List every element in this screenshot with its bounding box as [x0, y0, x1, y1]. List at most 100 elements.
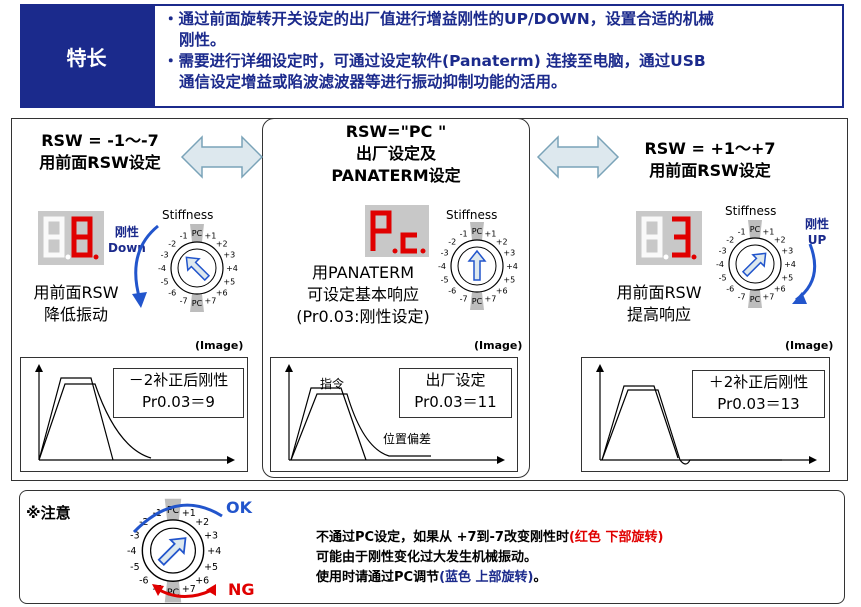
left-dial: PC+1+2+3+4+5+6+7PC-7-6-5-4-3-2-1: [158, 224, 238, 312]
dial-label: -4: [438, 262, 446, 271]
right-up-arrow-icon: [792, 243, 817, 304]
left-down-arrow-icon: [132, 224, 159, 308]
dial-label: -5: [130, 562, 139, 573]
dial-label: -5: [441, 275, 449, 284]
dial-label: +4: [207, 546, 221, 557]
dial-label: +1: [762, 228, 774, 237]
right-description: 用前面RSW 提高响应: [616, 283, 702, 324]
double-arrow-right-icon: [536, 135, 620, 179]
dial-label: -1: [460, 230, 468, 239]
dial-label: -4: [716, 260, 724, 269]
right-dial: PC+1+2+3+4+5+6+7PC-7-6-5-4-3-2-1: [716, 220, 796, 308]
dial-label: +6: [774, 285, 786, 294]
dial-label: PC: [472, 227, 483, 236]
feature-line-3: ・需要进行详细设定时，可通过设定软件(Panaterm) 连接至电脑，通过USB: [163, 52, 706, 70]
right-image-tag: (Image): [785, 339, 834, 352]
dial-label: -2: [168, 239, 176, 248]
note-box: [19, 490, 845, 604]
dial-label: +5: [503, 275, 515, 284]
dial-label: +7: [182, 584, 196, 595]
dial-label: -6: [139, 575, 148, 586]
right-title: RSW = +1～+7 用前面RSW设定: [644, 139, 776, 180]
dial-label: +4: [784, 260, 796, 269]
center-error-label: 位置偏差: [383, 432, 432, 446]
dial-label: +1: [182, 508, 196, 519]
dial-label: +3: [223, 251, 235, 260]
ng-label: NG: [228, 580, 255, 599]
right-direction-label: 刚性 UP: [805, 217, 830, 247]
dial-label: +5: [781, 273, 793, 282]
left-title: RSW = -1～-7 用前面RSW设定: [39, 131, 161, 172]
dial-label: -4: [127, 546, 136, 557]
dial-label: +2: [216, 239, 228, 248]
dial-label: -2: [448, 237, 456, 246]
right-pr-box: ＋2补正后刚性 Pr0.03＝13: [692, 370, 825, 418]
left-segment-display: [38, 211, 104, 265]
dial-label: +2: [774, 235, 786, 244]
right-stiffness-label: Stiffness: [725, 204, 777, 218]
center-description: 用PANATERM 可设定基本响应 (Pr0.03:刚性设定): [296, 263, 430, 326]
dial-label: +7: [762, 292, 774, 301]
dial-label: PC: [167, 505, 180, 516]
feature-description: ・通过前面旋转开关设定的出厂值进行增益刚性的UP/DOWN，设置合适的机械 刚性…: [153, 4, 844, 108]
dial-label: -1: [180, 232, 188, 241]
ng-arc-icon: [152, 584, 216, 598]
left-pr-box: －2补正后刚性 Pr0.03＝9: [113, 368, 244, 418]
dial-label: +4: [226, 264, 238, 273]
center-dial: PC+1+2+3+4+5+6+7PC-7-6-5-4-3-2-1: [438, 222, 518, 310]
dial-label: -1: [738, 228, 746, 237]
dial-label: +2: [496, 237, 508, 246]
center-stiffness-label: Stiffness: [446, 208, 498, 222]
dial-label: PC: [167, 587, 180, 598]
dial-label: PC: [192, 229, 203, 238]
dial-label: -3: [130, 530, 139, 541]
center-pr-box: 出厂设定 Pr0.03＝11: [399, 368, 512, 418]
note-text: 不通过PC设定，如果从 +7到-7改变刚性时(红色 下部旋转) 可能由于刚性变化…: [316, 530, 664, 585]
dial-label: +3: [781, 247, 793, 256]
dial-label: -7: [460, 294, 468, 303]
center-segment-display: [365, 205, 429, 257]
dial-label: -6: [448, 287, 456, 296]
left-image-tag: (Image): [195, 339, 244, 352]
double-arrow-left-icon: [180, 135, 264, 179]
dial-label: -5: [161, 277, 169, 286]
left-description: 用前面RSW 降低振动: [33, 283, 119, 324]
dial-label: +3: [503, 249, 515, 258]
note-label: ※注意: [26, 504, 71, 522]
dial-label: +1: [484, 230, 496, 239]
feature-line-1: ・通过前面旋转开关设定的出厂值进行增益刚性的UP/DOWN，设置合适的机械: [163, 10, 714, 28]
left-stiffness-label: Stiffness: [162, 208, 214, 222]
ok-arc-icon: [132, 503, 223, 534]
dial-label: +1: [204, 232, 216, 241]
center-cmd-label: 指令: [320, 377, 345, 391]
dial-label: +7: [484, 294, 496, 303]
left-direction-label: 刚性 Down: [108, 225, 146, 255]
note-blue-text: (蓝色 上部旋转): [439, 570, 534, 585]
dial-label: +6: [496, 287, 508, 296]
dial-label: -6: [168, 289, 176, 298]
dial-label: -3: [441, 249, 449, 258]
dial-label: -3: [719, 247, 727, 256]
dial-label: -2: [726, 235, 734, 244]
dial-label: -7: [738, 292, 746, 301]
dial-label: PC: [750, 225, 761, 234]
left-response-curve: [35, 364, 235, 464]
right-response-curve: [596, 364, 817, 465]
dial-label: -6: [726, 285, 734, 294]
feature-label: 特长: [20, 4, 153, 108]
dial-label: +5: [223, 277, 235, 286]
dial-label: PC: [472, 297, 483, 306]
dial-label: +3: [204, 530, 218, 541]
dial-label: +7: [204, 296, 216, 305]
feature-line-2: 刚性。: [179, 31, 226, 49]
center-title: RSW="PC " 出厂设定及 PANATERM设定: [331, 122, 461, 185]
dial-label: +6: [216, 289, 228, 298]
dial-label: +6: [195, 575, 209, 586]
dial-label: -7: [180, 296, 188, 305]
dial-label: PC: [750, 295, 761, 304]
center-image-tag: (Image): [474, 339, 523, 352]
dial-label: +4: [506, 262, 518, 271]
dial-label: PC: [192, 299, 203, 308]
dial-label: -3: [161, 251, 169, 260]
dial-label: -4: [158, 264, 166, 273]
